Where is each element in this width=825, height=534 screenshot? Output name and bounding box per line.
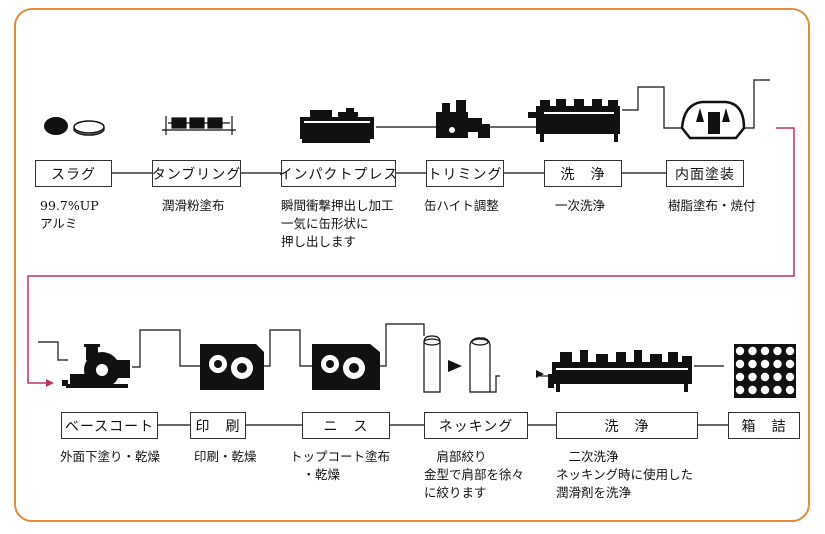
box-can-dot [735,385,745,395]
step-trimming-label: トリミング [426,160,504,187]
trimming-machine-icon [436,100,490,138]
diagram-frame [14,8,810,522]
box-can-dot [773,385,782,395]
box-can-dot [760,346,770,356]
box-can-dot [748,385,757,395]
step-printing-label: 印 刷 [190,412,246,439]
varnish-machine-icon [312,344,380,390]
box-can-dot [748,359,757,369]
step-inner-coating-desc: 樹脂塗布・焼付 [668,198,756,213]
washer-1-machine-icon [528,99,620,142]
step-tumbling-label: タンブリング [152,160,241,187]
printing-machine-icon [200,344,264,390]
step-tumbling-desc: 潤滑粉塗布 [162,198,225,213]
box-can-dot [748,346,757,356]
box-can-dot [785,359,795,369]
base-coat-machine-icon [62,344,130,388]
box-can-dot [735,372,745,382]
step-varnish-label: ニ ス [302,412,390,439]
box-can-dot [773,346,782,356]
step-wash-1-desc: 一次洗浄 [555,198,606,213]
box-can-dot [760,372,770,382]
box-can-dot [785,346,795,356]
necking-machine-icon [423,335,491,393]
boxing-machine-icon [734,344,796,398]
step-necking-label: ネッキング [424,412,528,439]
step-boxing-label: 箱 詰 [728,412,800,439]
washer-2-machine-icon [536,350,692,392]
row-link-arrowhead [46,379,54,387]
row2-conveyor [38,323,724,393]
tumbling-machine-icon [162,116,236,135]
box-can-dot [760,359,770,369]
box-can-dot [785,385,795,395]
step-impact-press-label: インパクトプレス [279,160,398,187]
step-slag-label: スラグ [35,160,112,187]
step-wash-1-label: 洗 浄 [544,160,622,187]
step-trimming-desc: 缶ハイト調整 [424,198,499,213]
slag-machine-icon [44,117,105,136]
step-impact-press-desc: 瞬間衝撃押出し加工 一気に缶形状に 押し出します [281,198,394,249]
row-link-arrow [27,127,795,384]
box-can-dot [785,372,795,382]
step-necking-desc: 肩部絞り 金型で肩部を徐々 に絞ります [424,449,525,500]
step-base-coat-label: ベースコート [61,412,158,439]
step-inner-coating-label: 内面塗装 [666,160,744,187]
step-base-coat-desc: 外面下塗り・乾燥 [60,449,161,464]
box-can-dot [773,359,782,369]
step-varnish-desc: トップコート塗布 ・乾燥 [290,449,391,482]
step-wash-2-label: 洗 浄 [556,412,698,439]
box-can-dot [773,372,782,382]
impact-press-machine-icon [300,108,374,143]
inner-coating-machine-icon [680,100,746,140]
box-can-dot [735,346,745,356]
box-can-dot [735,359,745,369]
box-can-dot [760,385,770,395]
step-printing-desc: 印刷・乾燥 [194,449,257,464]
step-wash-2-desc: 二次洗浄 ネッキング時に使用した 潤滑剤を洗浄 [556,449,694,500]
step-slag-desc: 99.7%UP アルミ [40,198,99,231]
row1-conveyor [376,79,770,129]
box-can-dot [748,372,757,382]
